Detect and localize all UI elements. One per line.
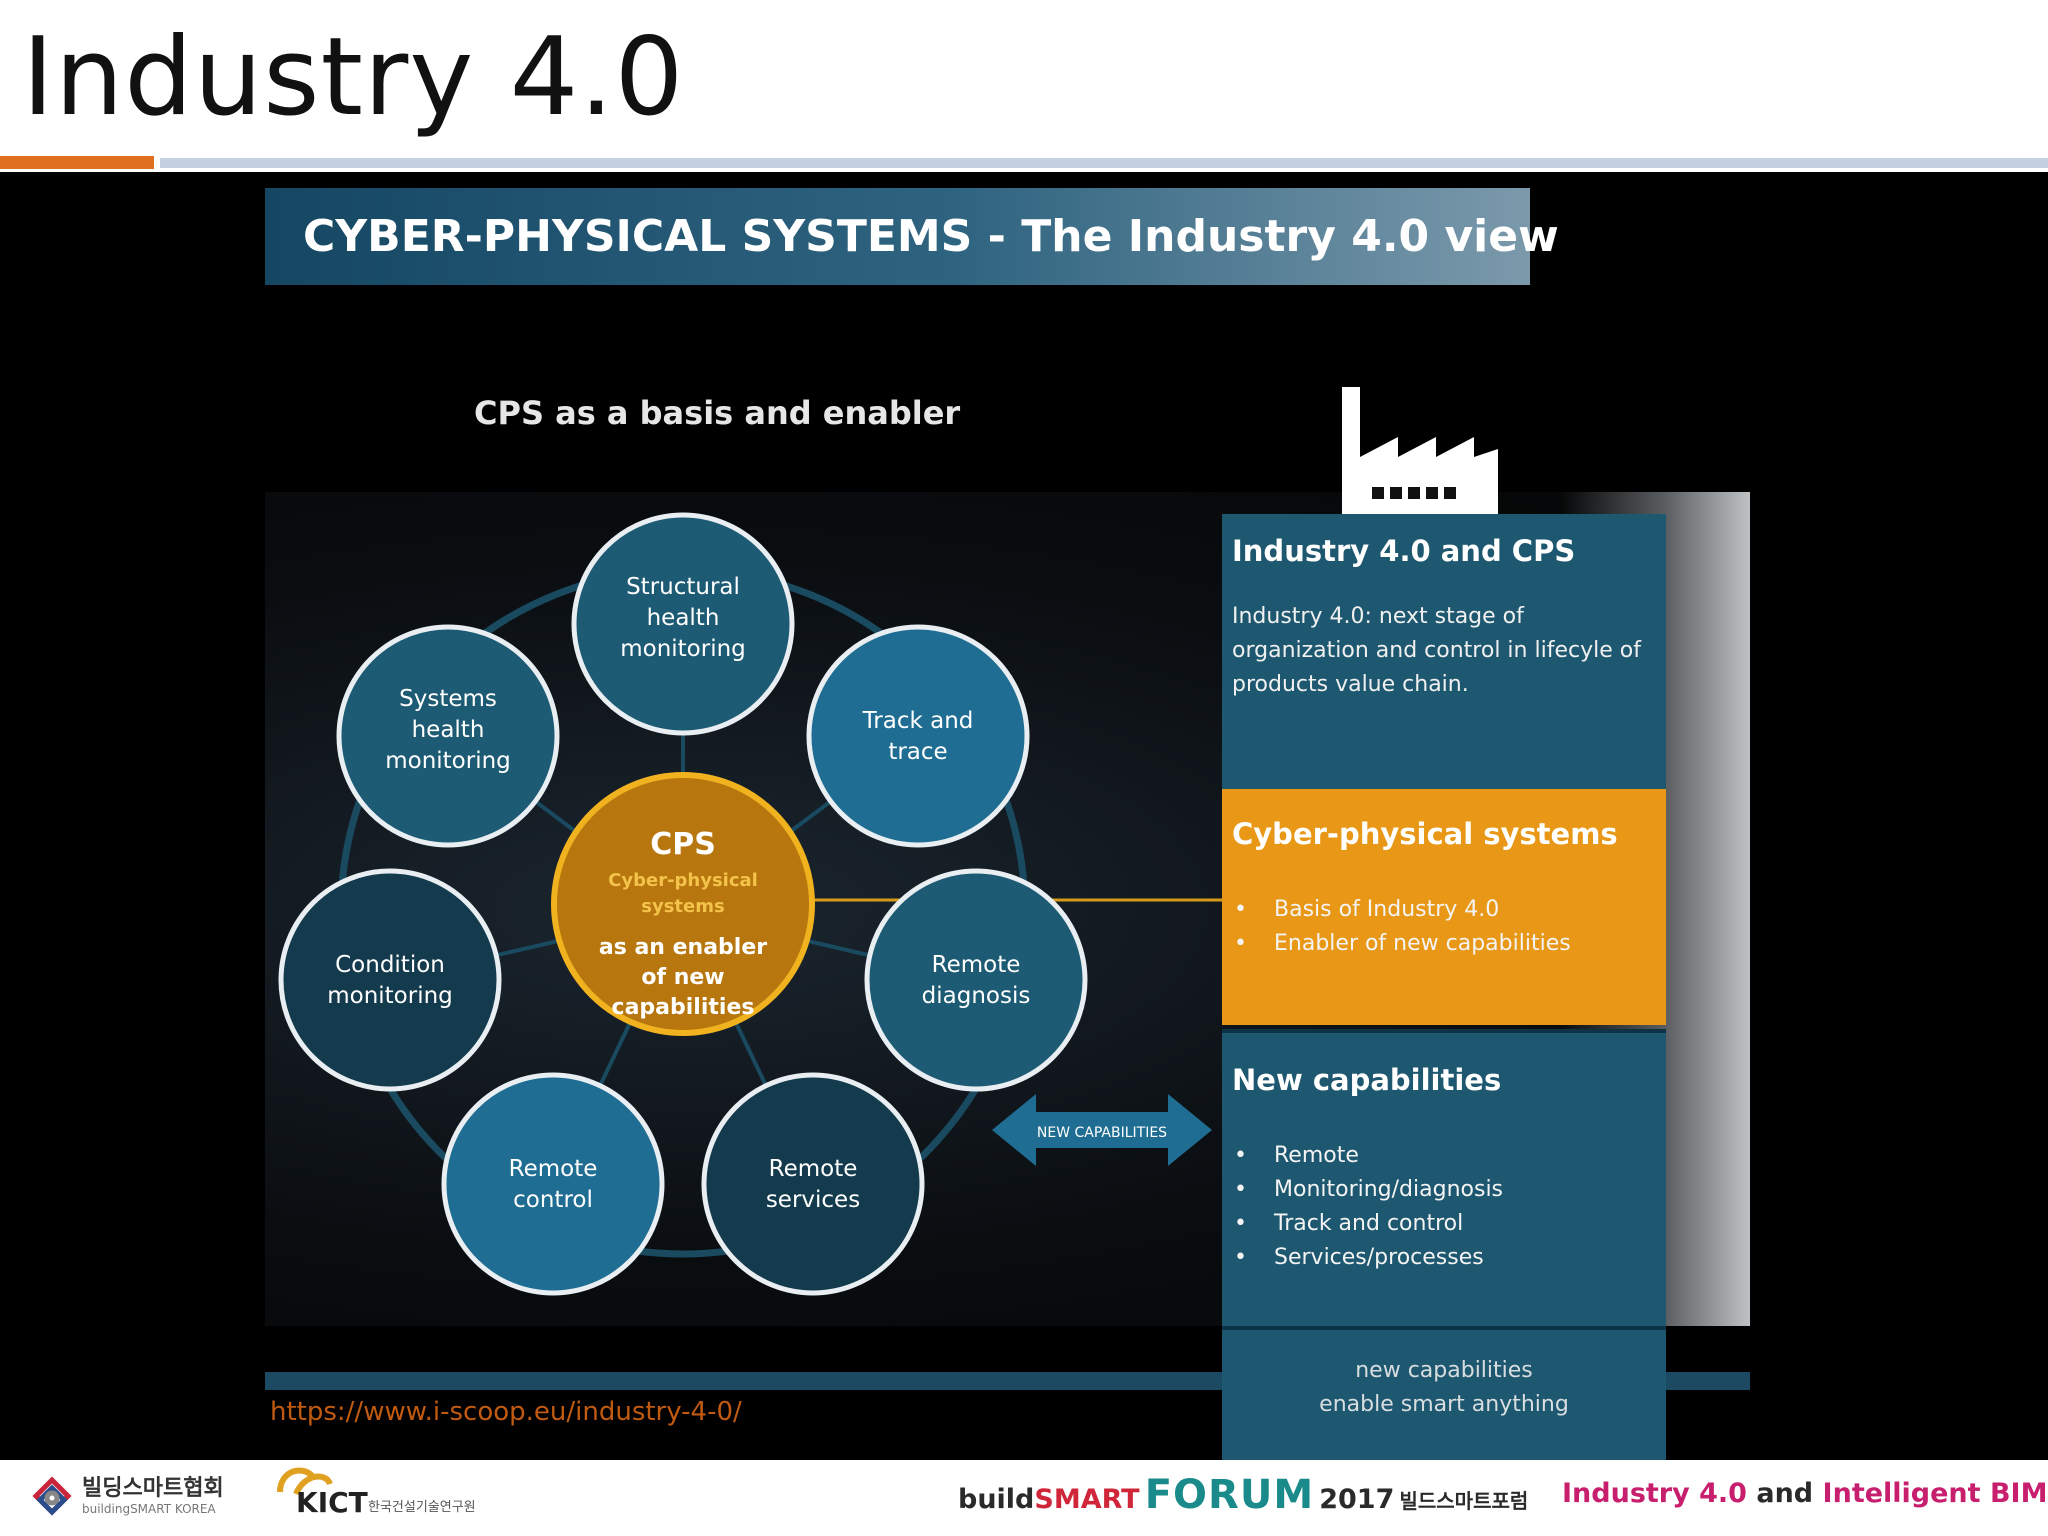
list-item: Basis of Industry 4.0 bbox=[1232, 893, 1656, 927]
forum-tagline: Industry 4.0 and Intelligent BIM bbox=[1562, 1478, 2047, 1509]
node-remote-control-label-1: Remote bbox=[509, 1156, 598, 1182]
node-remote-control: Remote control bbox=[441, 1072, 665, 1296]
box-new-capabilities-heading: New capabilities bbox=[1232, 1063, 1502, 1097]
node-structural-health-label-2: health bbox=[647, 605, 720, 631]
buildingsmart-korea-name-ko: 빌딩스마트협회 bbox=[82, 1476, 224, 1501]
node-structural-health-label-3: monitoring bbox=[620, 636, 746, 662]
kict-logo-icon bbox=[277, 1467, 333, 1496]
cps-diagram: Structural health monitoring Track and t… bbox=[278, 512, 1222, 1296]
cps-center-subtitle-1: Cyber-physical bbox=[608, 870, 758, 891]
slide-title: Industry 4.0 bbox=[22, 15, 685, 140]
buildingsmart-korea-logo-icon bbox=[32, 1476, 72, 1516]
tagline-bim: Intelligent BIM bbox=[1822, 1478, 2048, 1509]
node-structural-health-label-1: Structural bbox=[626, 574, 740, 600]
diagram-subtitle: CPS as a basis and enabler bbox=[474, 394, 961, 432]
node-condition-monitoring-label-1: Condition bbox=[335, 952, 445, 978]
cps-center-body-2: of new bbox=[641, 965, 724, 990]
list-item: Enabler of new capabilities bbox=[1232, 927, 1656, 961]
box-industry-cps-text: Industry 4.0: next stage of organization… bbox=[1232, 604, 1641, 697]
cps-center-body-3: capabilities bbox=[612, 995, 755, 1020]
cps-center-body-1: as an enabler bbox=[599, 935, 767, 960]
node-remote-diagnosis: Remote diagnosis bbox=[864, 868, 1088, 1092]
buildsmart-forum-2017: buildSMART FORUM 2017 빌드스마트포럼 bbox=[958, 1472, 1528, 1518]
node-remote-services-label-2: services bbox=[766, 1187, 860, 1213]
list-item: Remote bbox=[1232, 1139, 1656, 1173]
box-cyber-physical: Cyber-physical systems Basis of Industry… bbox=[1222, 789, 1666, 1025]
box-industry-cps: Industry 4.0 and CPS Industry 4.0: next … bbox=[1222, 514, 1666, 789]
slide-footer: 빌딩스마트협회 buildingSMART KOREA KICT 한국건설기술연… bbox=[0, 1460, 2048, 1536]
node-remote-control-label-2: control bbox=[513, 1187, 593, 1213]
node-structural-health: Structural health monitoring bbox=[571, 512, 795, 736]
title-rule-blue bbox=[160, 158, 2048, 168]
box-smart-anything-line-1: new capabilities bbox=[1355, 1358, 1533, 1383]
new-capabilities-arrow: NEW CAPABILITIES bbox=[992, 1094, 1212, 1166]
node-systems-health: Systems health monitoring bbox=[336, 624, 560, 848]
node-remote-services-label-1: Remote bbox=[769, 1156, 858, 1182]
tagline-and: and bbox=[1756, 1478, 1814, 1509]
forum-smart: SMART bbox=[1034, 1484, 1140, 1515]
list-item: Services/processes bbox=[1232, 1241, 1656, 1275]
node-remote-services: Remote services bbox=[701, 1072, 925, 1296]
node-condition-monitoring-label-2: monitoring bbox=[327, 983, 453, 1009]
list-item: Track and control bbox=[1232, 1207, 1656, 1241]
box-cyber-physical-list: Basis of Industry 4.0 Enabler of new cap… bbox=[1232, 893, 1656, 961]
title-rule-orange bbox=[0, 156, 154, 169]
node-track-trace-label-2: trace bbox=[888, 739, 947, 765]
forum-build: build bbox=[958, 1484, 1035, 1515]
factory-icon bbox=[1342, 387, 1498, 537]
box-new-capabilities-list: Remote Monitoring/diagnosis Track and co… bbox=[1232, 1139, 1656, 1275]
node-track-trace: Track and trace bbox=[806, 624, 1030, 848]
cps-center-title: CPS bbox=[650, 827, 716, 862]
source-url-link[interactable]: https://www.i-scoop.eu/industry-4-0/ bbox=[270, 1397, 742, 1427]
kict-logo-text: KICT bbox=[296, 1486, 368, 1519]
buildingsmart-korea-name-en: buildingSMART KOREA bbox=[82, 1502, 216, 1516]
node-cps-center: CPS Cyber-physical systems as an enabler… bbox=[551, 772, 815, 1036]
video-header-banner: CYBER-PHYSICAL SYSTEMS - The Industry 4.… bbox=[265, 188, 1559, 285]
node-systems-health-label-3: monitoring bbox=[385, 748, 511, 774]
tagline-industry: Industry 4.0 bbox=[1562, 1478, 1747, 1509]
new-capabilities-arrow-label: NEW CAPABILITIES bbox=[1037, 1125, 1167, 1141]
forum-word: FORUM bbox=[1144, 1472, 1315, 1518]
node-track-trace-label-1: Track and bbox=[862, 708, 974, 734]
box-cyber-physical-heading: Cyber-physical systems bbox=[1232, 817, 1618, 851]
node-remote-diagnosis-label-1: Remote bbox=[932, 952, 1021, 978]
forum-name-ko: 빌드스마트포럼 bbox=[1399, 1489, 1529, 1513]
box-industry-cps-heading: Industry 4.0 and CPS bbox=[1232, 534, 1576, 568]
node-remote-diagnosis-label-2: diagnosis bbox=[922, 983, 1031, 1009]
box-smart-anything-line-2: enable smart anything bbox=[1319, 1392, 1569, 1417]
node-systems-health-label-1: Systems bbox=[399, 686, 497, 712]
list-item: Monitoring/diagnosis bbox=[1232, 1173, 1656, 1207]
node-condition-monitoring: Condition monitoring bbox=[278, 868, 502, 1092]
cps-center-subtitle-2: systems bbox=[641, 896, 724, 917]
embedded-video-frame[interactable]: CYBER-PHYSICAL SYSTEMS - The Industry 4.… bbox=[0, 172, 2048, 1460]
forum-year: 2017 bbox=[1319, 1484, 1395, 1515]
node-systems-health-label-2: health bbox=[412, 717, 485, 743]
box-smart-anything: new capabilities enable smart anything bbox=[1222, 1326, 1666, 1438]
kict-logo-subtext: 한국건설기술연구원 bbox=[368, 1500, 476, 1515]
